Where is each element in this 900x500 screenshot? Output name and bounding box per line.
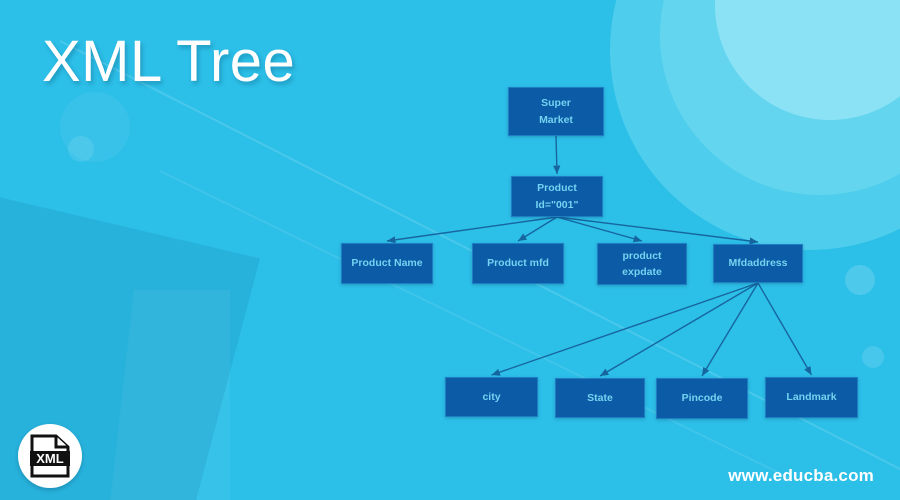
tree-edge-mfdaddress-to-city: [491, 282, 759, 376]
footer-website-url: www.educba.com: [728, 466, 874, 485]
tree-edge-mfdaddress-to-landmark: [757, 282, 813, 376]
tree-node-label: Product: [537, 182, 577, 195]
tree-node-label: product: [622, 249, 662, 262]
tree-edge-product-to-prodmfd: [517, 216, 558, 242]
tree-edge-mfdaddress-to-pincode: [701, 282, 759, 377]
tree-node-label: Super: [541, 97, 571, 110]
tree-node-label: Mfdaddress: [728, 257, 788, 270]
xml-file-icon: XML: [30, 434, 70, 478]
tree-node-label: State: [587, 391, 613, 404]
tree-node-label: city: [482, 390, 501, 403]
tree-node-state[interactable]: State: [555, 378, 645, 418]
tree-node-label: Pincode: [681, 392, 723, 405]
tree-node-prodname[interactable]: Product Name: [341, 243, 433, 284]
tree-node-city[interactable]: city: [445, 377, 538, 417]
xml-badge-label: XML: [36, 451, 64, 466]
tree-edge-product-to-mfdaddress: [556, 216, 759, 245]
tree-node-prodmfd[interactable]: Product mfd: [472, 243, 564, 284]
tree-edge-mfdaddress-to-state: [599, 282, 759, 377]
tree-node-landmark[interactable]: Landmark: [765, 377, 858, 418]
tree-node-pincode[interactable]: Pincode: [656, 378, 748, 419]
tree-edge-product-to-expdate: [556, 216, 643, 243]
tree-node-mfdaddress[interactable]: Mfdaddress: [713, 244, 803, 283]
tree-node-label: Product Name: [351, 257, 423, 270]
tree-node-label: Product mfd: [487, 257, 549, 270]
tree-node-label: Landmark: [786, 391, 837, 404]
page-title: XML Tree: [42, 29, 296, 94]
tree-node-label: Market: [539, 113, 573, 126]
tree-node-label: expdate: [622, 266, 662, 278]
xml-file-badge: XML: [18, 424, 82, 488]
tree-edge-product-to-prodname: [386, 216, 558, 244]
tree-edge-root-to-product: [553, 135, 561, 175]
tree-node-expdate[interactable]: product expdate: [597, 243, 687, 285]
tree-node-label: Id="001": [535, 198, 579, 211]
